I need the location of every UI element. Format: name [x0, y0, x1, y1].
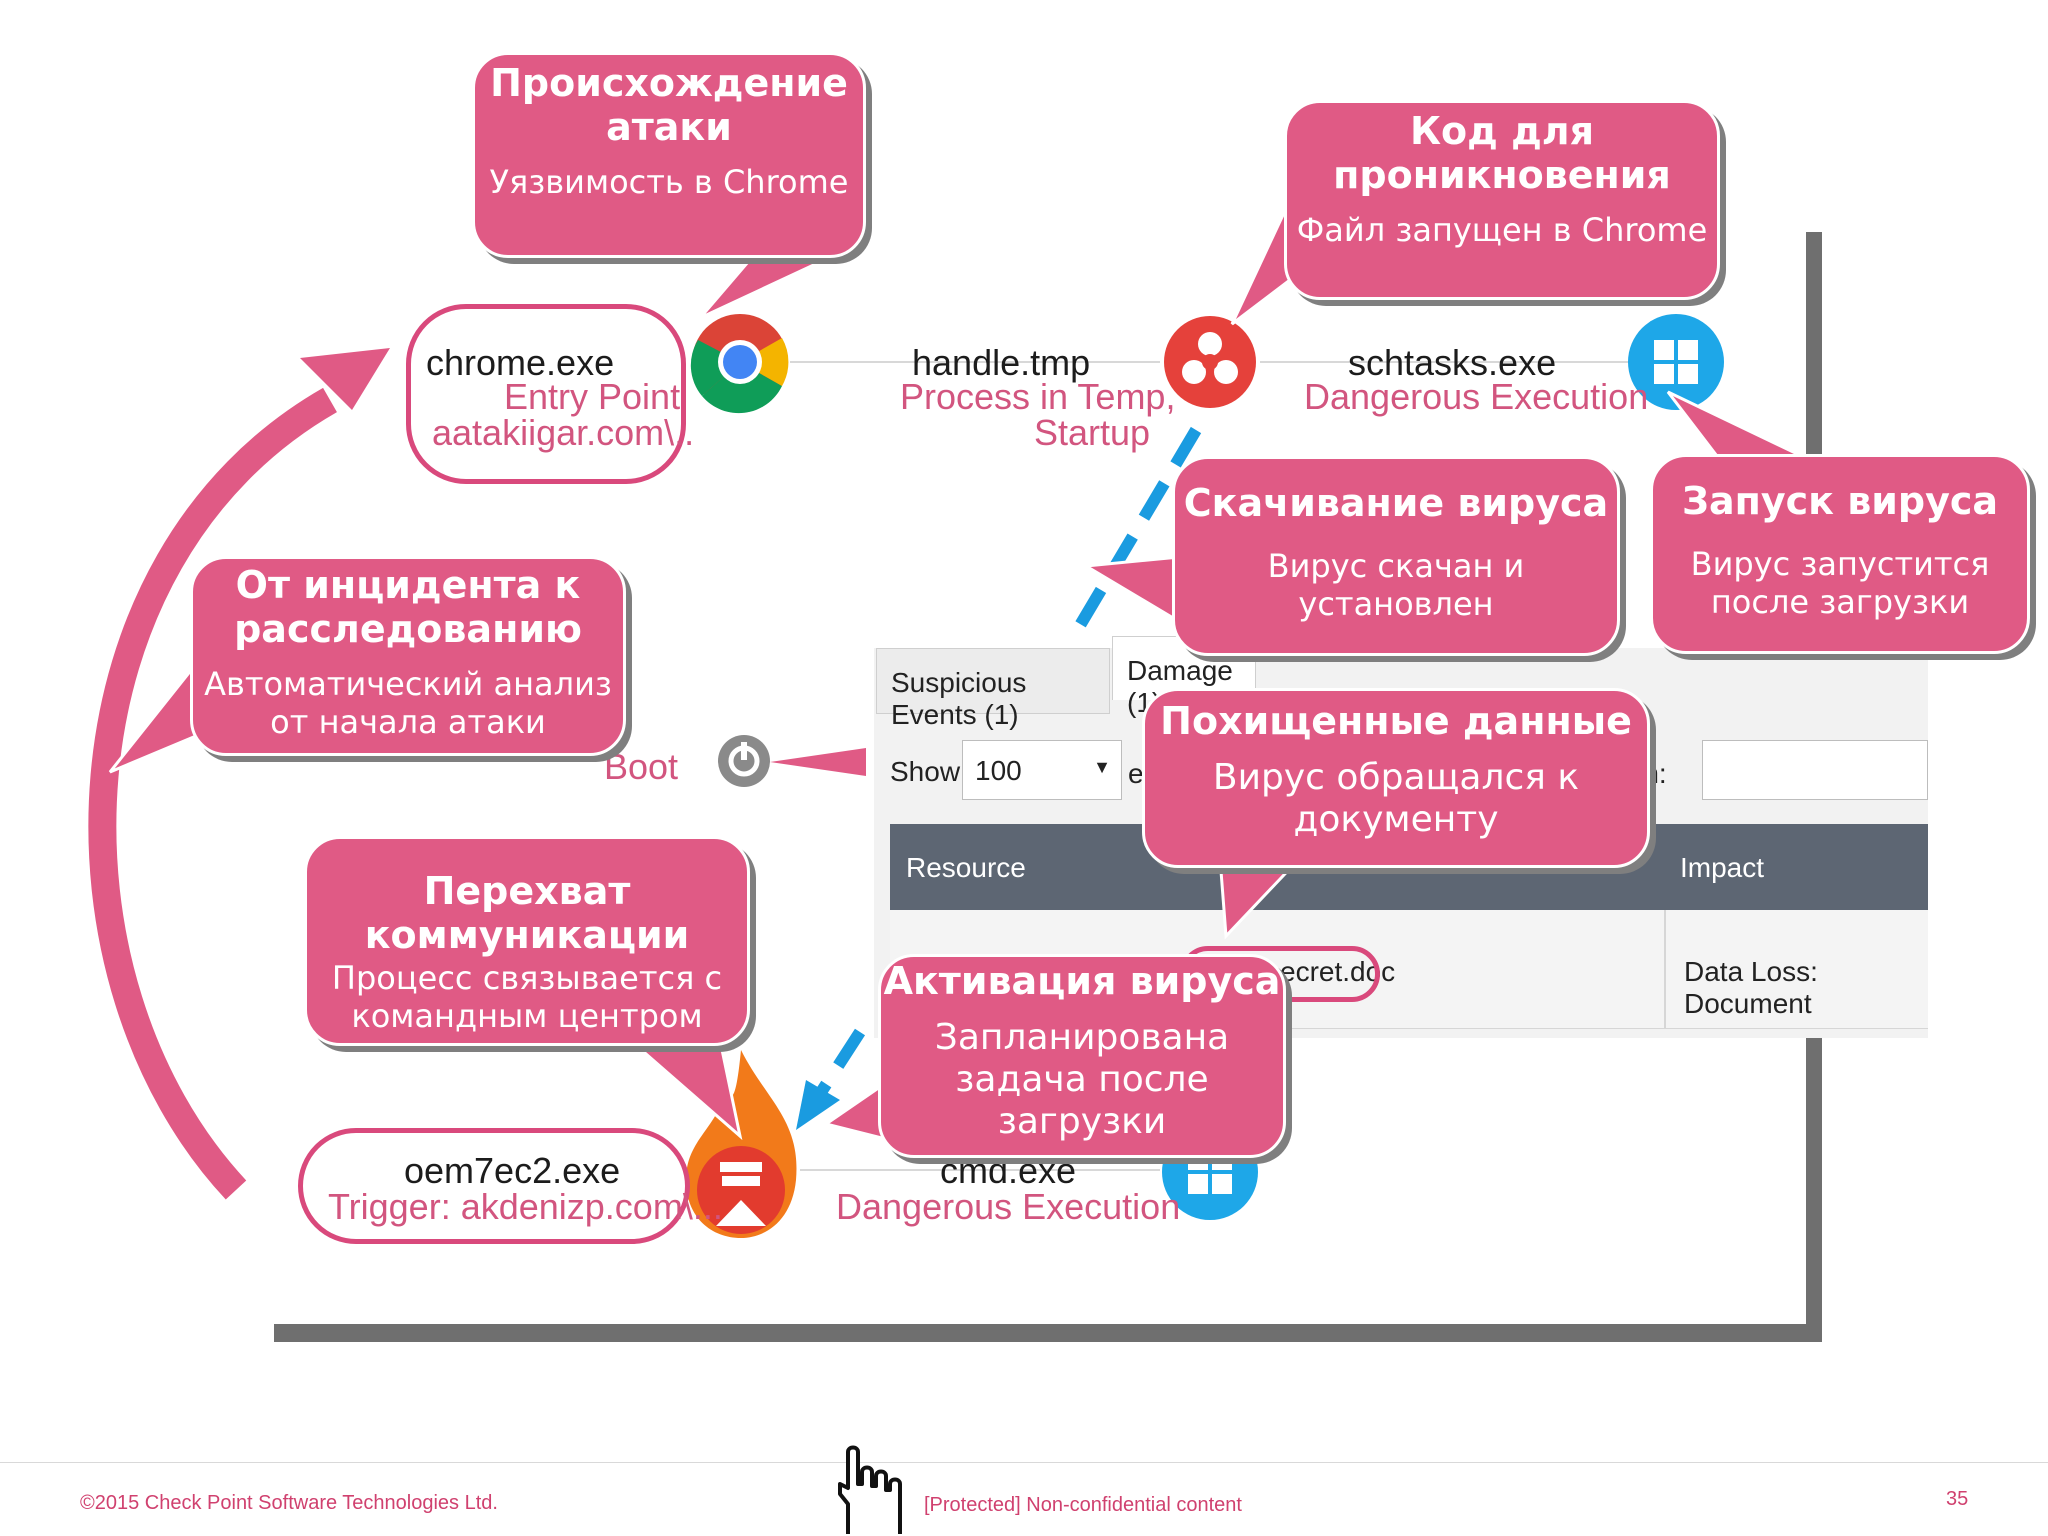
process-chrome-sub1: Entry Point — [504, 376, 681, 417]
callout-stolen-title: Похищенные данные — [1160, 699, 1632, 743]
process-chrome-name: chrome.exe — [426, 342, 615, 383]
column-impact: Impact — [1680, 852, 1765, 883]
dashed-arrow-head — [796, 1080, 840, 1130]
tail-intercept — [626, 1038, 743, 1141]
process-cmd-sub1: Dangerous Execution — [836, 1186, 1181, 1227]
entries-select[interactable]: 100 ▼ — [962, 740, 1122, 800]
tail-origin — [698, 246, 851, 320]
callout-download-title: Скачивание вируса — [1183, 481, 1609, 525]
callout-origin-title: Происхождение атаки — [490, 61, 848, 149]
callout-download-text: Вирус скачан и установлен — [1267, 547, 1525, 623]
search-input[interactable] — [1702, 740, 1928, 800]
callout-intercept-text: Процесс связывается с командным центром — [331, 959, 723, 1035]
tail-incident — [108, 659, 198, 774]
cycle-arrow-head — [300, 348, 390, 410]
callout-code-title: Код для проникновения — [1333, 109, 1671, 197]
process-chrome-sub2: aatakiigar.com\.. — [432, 412, 695, 453]
callout-origin: Происхождение атаки Уязвимость в Chrome — [472, 52, 866, 258]
boot-pointer — [770, 748, 866, 776]
dashed-link-cmd — [810, 1028, 866, 1104]
tail-code — [1230, 199, 1292, 326]
footer-divider — [0, 1462, 2048, 1463]
power-icon — [718, 735, 770, 787]
footer-page-number: 35 — [1946, 1488, 1969, 1510]
cycle-arrow — [88, 387, 337, 1200]
callout-download: Скачивание вируса Вирус скачан и установ… — [1172, 456, 1620, 656]
hand-cursor-icon — [838, 1445, 902, 1534]
callout-incident-text: Автоматический анализ от начала атаки — [204, 665, 612, 741]
process-handle-name: handle.tmp — [912, 342, 1091, 383]
column-separator — [1664, 910, 1666, 1028]
process-schtasks-name: schtasks.exe — [1348, 342, 1557, 383]
callout-launch-title: Запуск вируса — [1681, 479, 1999, 523]
tail-stolen — [1218, 856, 1304, 940]
callout-stolen: Похищенные данные Вирус обращался к доку… — [1142, 688, 1650, 868]
frame-bottom — [274, 1324, 1822, 1342]
footer-copyright: ©2015 Check Point Software Technologies … — [80, 1492, 498, 1514]
callout-incident-title: От инцидента к расследованию — [234, 563, 582, 651]
chrome-highlight-ring — [406, 304, 686, 484]
tab-suspicious-events[interactable]: Suspicious Events (1) — [876, 648, 1110, 730]
callout-code: Код для проникновения Файл запущен в Chr… — [1284, 100, 1720, 300]
callout-activation-title: Активация вируса — [883, 959, 1281, 1003]
callout-launch: Запуск вируса Вирус запустится после заг… — [1650, 454, 2030, 654]
callout-activation-text: Запланирована задача после загрузки — [934, 1017, 1230, 1142]
entries-select-value: 100 — [975, 755, 1022, 786]
callout-activation: Активация вируса Запланирована задача по… — [878, 954, 1286, 1158]
footer-classification: [Protected] Non-confidential content — [924, 1494, 1242, 1516]
process-boot-name: Boot — [604, 746, 679, 787]
callout-launch-text: Вирус запустится после загрузки — [1690, 545, 1990, 621]
windows-icon — [1628, 314, 1724, 410]
dashed-link-handle — [1070, 426, 1202, 636]
cell-impact: Data Loss: Document — [1684, 956, 1818, 1019]
callout-intercept-title: Перехват коммуникации — [364, 869, 690, 957]
process-schtasks-sub1: Dangerous Execution — [1304, 376, 1649, 417]
process-handle-sub1: Process in Temp, — [900, 376, 1176, 417]
chrome-icon — [690, 314, 789, 414]
oem-highlight-ring — [298, 1128, 690, 1244]
entries-label-fragment: e — [1128, 758, 1144, 789]
process-handle-sub2: Startup — [1034, 412, 1151, 453]
callout-code-text: Файл запущен в Chrome — [1296, 211, 1708, 249]
biohazard-icon — [1164, 316, 1256, 408]
column-resource: Resource — [906, 852, 1026, 883]
callout-stolen-text: Вирус обращался к документу — [1212, 757, 1580, 840]
chevron-down-icon: ▼ — [1093, 757, 1111, 777]
tail-launch — [1666, 390, 1811, 462]
callout-incident: От инцидента к расследованию Автоматичес… — [190, 556, 626, 756]
callout-intercept: Перехват коммуникации Процесс связываетс… — [304, 836, 750, 1046]
hacker-fire-icon — [686, 1050, 797, 1238]
process-oem-sub1: Trigger: akdenizp.com\... — [328, 1186, 723, 1227]
show-label: Show — [890, 756, 961, 787]
process-oem-name: oem7ec2.exe — [404, 1150, 621, 1191]
callout-origin-text: Уязвимость в Chrome — [489, 163, 849, 201]
